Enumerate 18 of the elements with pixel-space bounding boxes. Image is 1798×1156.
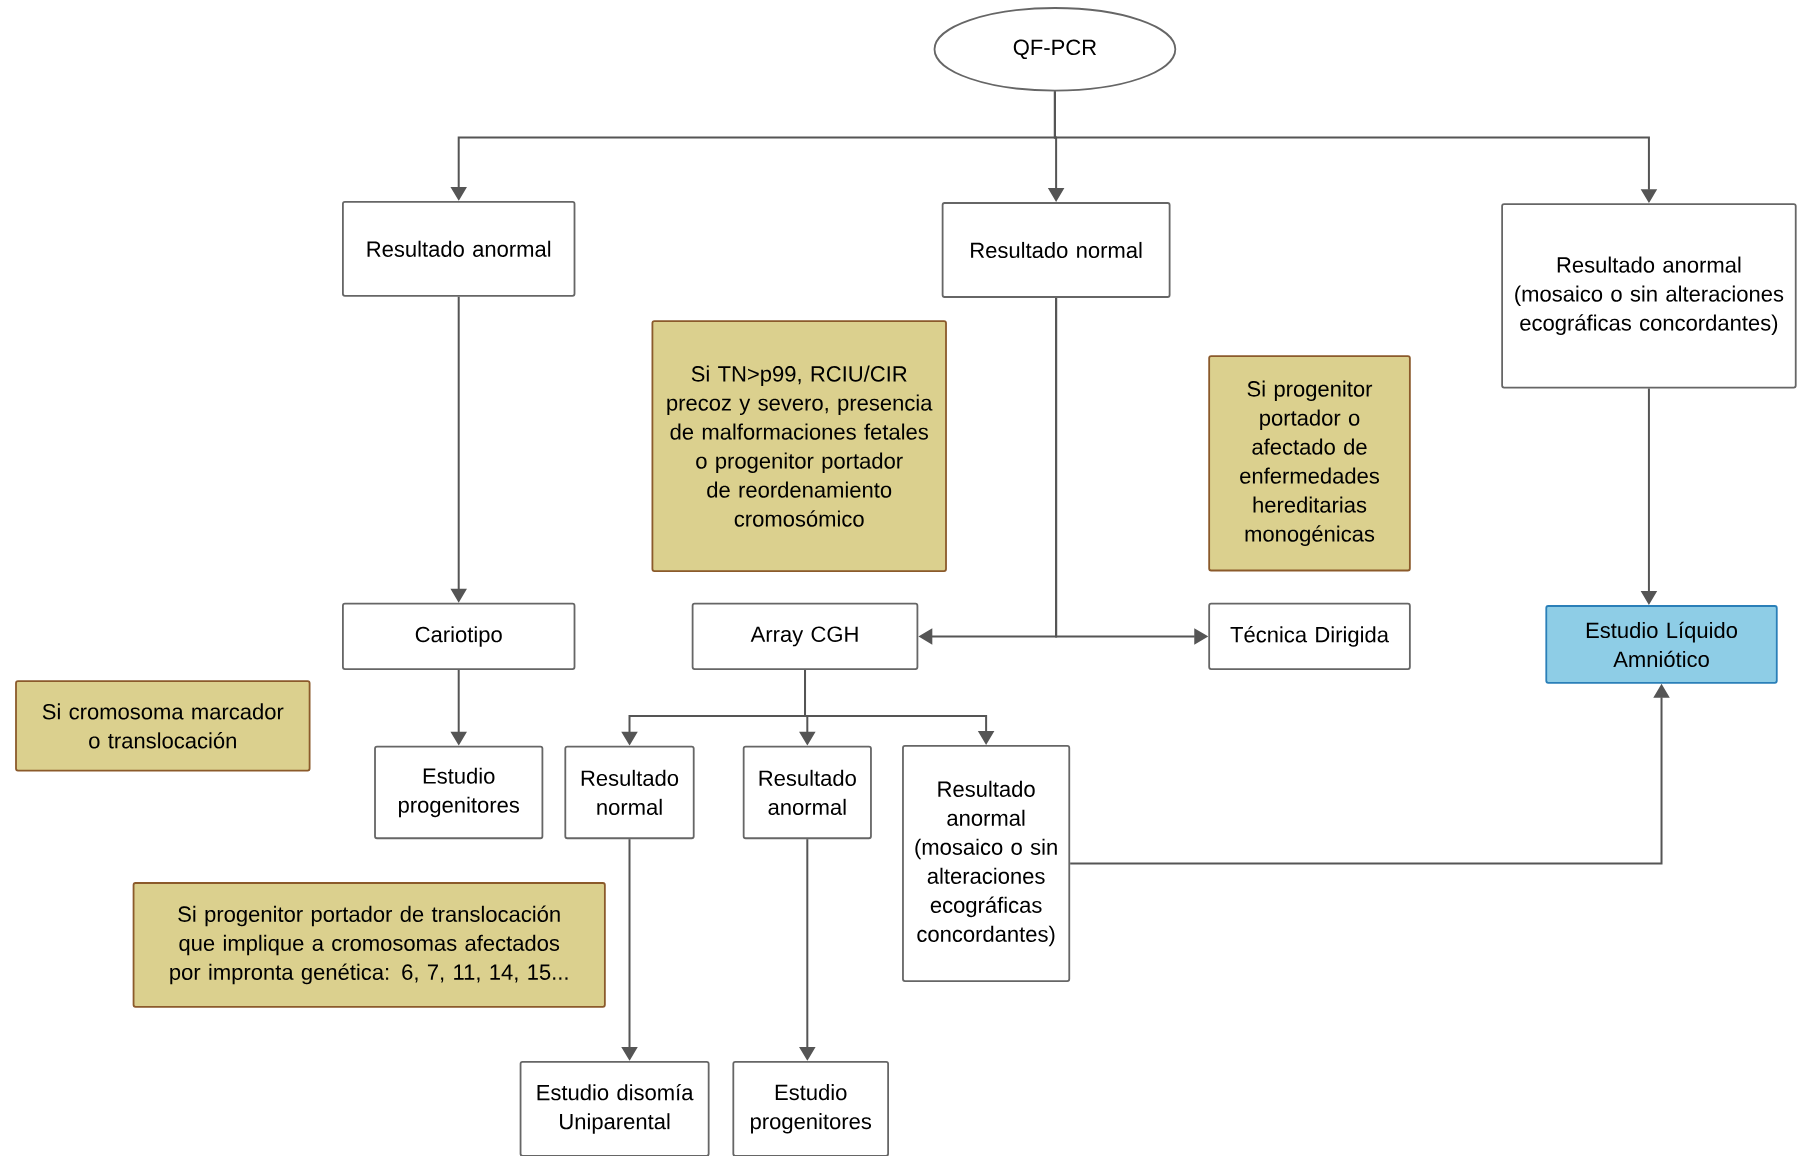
condition-note: Si TN>p99, RCIU/CIR precoz y severo, presencia de malformaciones fetales o progenitor portador de reordenamiento cromosómico — [651, 320, 947, 572]
result-box: Resultado anormal — [342, 200, 576, 297]
result-box: Resultado normal — [941, 202, 1171, 298]
result-box: Resultado anormal (mosaico o sin alteraciones ecográficas concordantes) — [902, 745, 1071, 982]
test-box: Cariotipo — [342, 602, 576, 670]
result-box: Resultado anormal (mosaico o sin alteraciones ecográficas concordantes) — [1501, 203, 1797, 389]
result-box: Resultado normal — [564, 745, 695, 840]
result-box: Resultado anormal — [742, 745, 872, 840]
condition-note: Si progenitor portador o afectado de enfermedades hereditarias monogénicas — [1208, 355, 1411, 572]
condition-note: Si progenitor portador de translocación que implique a cromosomas afectados por impronta genética: 6, 7, 11, 14, 15... — [132, 882, 606, 1008]
arrow — [804, 669, 995, 745]
study-box: Estudio disomía Uniparental — [519, 1060, 710, 1156]
test-box: Técnica Dirigida — [1208, 602, 1411, 670]
study-box: Estudio progenitores — [732, 1060, 889, 1156]
outcome-box: Estudio Líquido Amniótico — [1545, 605, 1778, 684]
study-box: Estudio progenitores — [374, 745, 544, 840]
test-box: Array CGH — [691, 602, 919, 670]
condition-note: Si cromosoma marcador o translocación — [15, 680, 311, 772]
